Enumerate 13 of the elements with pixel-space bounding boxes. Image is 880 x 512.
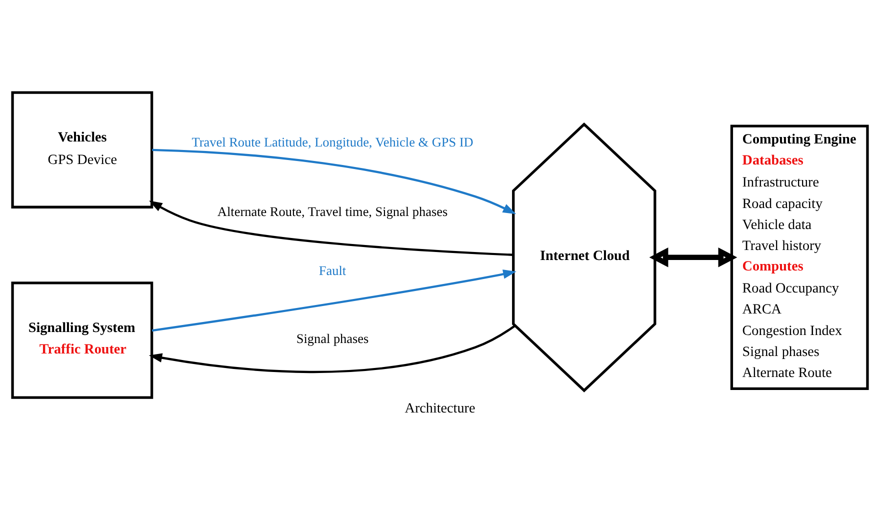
arrow: [148, 324, 516, 373]
caption: Architecture: [404, 400, 476, 416]
arrow: [649, 246, 738, 267]
node-box: Computing Engine Databases Infrastructure Road capacity Vehicle data Travel history Computes Road Occupancy ARCA Congestion Index Signal phases Alternate Route: [730, 124, 869, 390]
arrow: [152, 148, 516, 214]
edge-label: Travel Route Latitude, Longitude, Vehicle & GPS ID: [192, 134, 474, 149]
edge-label: Fault: [318, 262, 346, 278]
node-box: Vehicles GPS Device: [11, 90, 154, 208]
node-box: Signalling System Traffic Router: [11, 281, 154, 398]
edge-label: Alternate Route, Travel time, Signal phases: [217, 203, 448, 218]
arrow: [149, 200, 514, 256]
arrow: [152, 269, 516, 332]
edge-label: Signal phases: [296, 330, 369, 346]
